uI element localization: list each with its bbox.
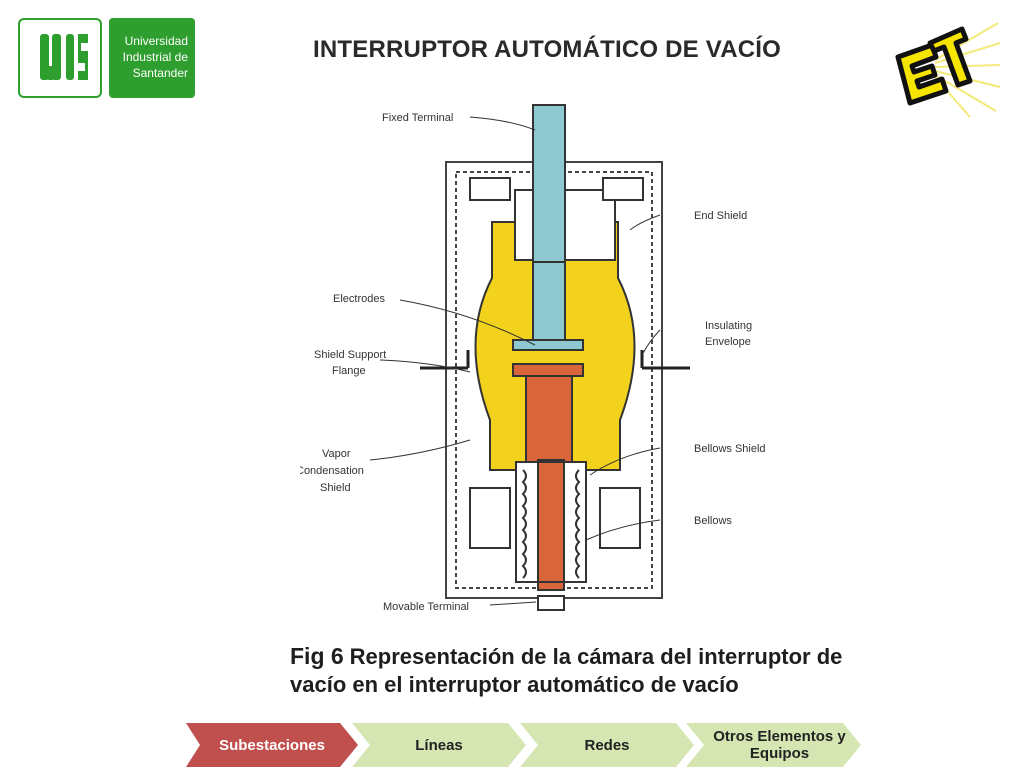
nav-item-label: Líneas	[415, 736, 463, 754]
nav-item-otros-elementos[interactable]: Otros Elementos y Equipos	[686, 723, 861, 767]
label-movable-terminal: Movable Terminal	[383, 601, 469, 613]
end-shield	[469, 177, 644, 549]
nav-item-label: Redes	[584, 736, 630, 754]
label-vapor-3: Shield	[320, 482, 351, 494]
bellows	[515, 461, 587, 583]
uis-logo-line-1: Universidad	[124, 34, 188, 48]
leader-lines	[369, 116, 661, 606]
label-bellows: Bellows	[694, 515, 732, 527]
nav-item-label: Subestaciones	[219, 736, 325, 754]
nav-item-label: Otros Elementos y Equipos	[713, 728, 846, 762]
label-end-shield: End Shield	[694, 210, 747, 222]
nav-item-redes[interactable]: Redes	[520, 723, 694, 767]
label-shield-support-1: Shield Support	[314, 349, 386, 361]
label-electrodes: Electrodes	[333, 293, 385, 305]
label-insulating-envelope-2: Envelope	[705, 336, 751, 348]
uis-logo-line-3: Santander	[132, 66, 188, 80]
nav-item-subestaciones[interactable]: Subestaciones	[186, 723, 358, 767]
figure-number: Fig 6	[290, 643, 344, 669]
fixed-contact	[512, 104, 584, 351]
label-shield-support-2: Flange	[332, 365, 366, 377]
et-logo-icon	[880, 15, 1002, 120]
nav-item-lineas[interactable]: Líneas	[352, 723, 526, 767]
label-vapor-1: Vapor	[322, 448, 351, 460]
label-bellows-shield: Bellows Shield	[694, 443, 766, 455]
label-vapor-2: Condensation	[300, 465, 364, 477]
label-fixed-terminal: Fixed Terminal	[382, 112, 453, 124]
uis-logo-mark-icon	[18, 18, 102, 98]
bottom-nav: Subestaciones Líneas Redes Otros Element…	[186, 723, 861, 767]
figure-caption-text: Representación de la cámara del interrup…	[290, 644, 843, 697]
uis-logo-text: Universidad Industrial de Santander	[109, 18, 195, 98]
uis-logo-line-2: Industrial de	[122, 50, 188, 64]
uis-logo: Universidad Industrial de Santander	[18, 18, 195, 98]
vacuum-interrupter-diagram: Fixed Terminal End Shield Electrodes Ins…	[300, 104, 766, 613]
label-insulating-envelope-1: Insulating	[705, 320, 752, 332]
shield-support-flange	[420, 350, 690, 370]
page-title: INTERRUPTOR AUTOMÁTICO DE VACÍO	[313, 36, 781, 63]
